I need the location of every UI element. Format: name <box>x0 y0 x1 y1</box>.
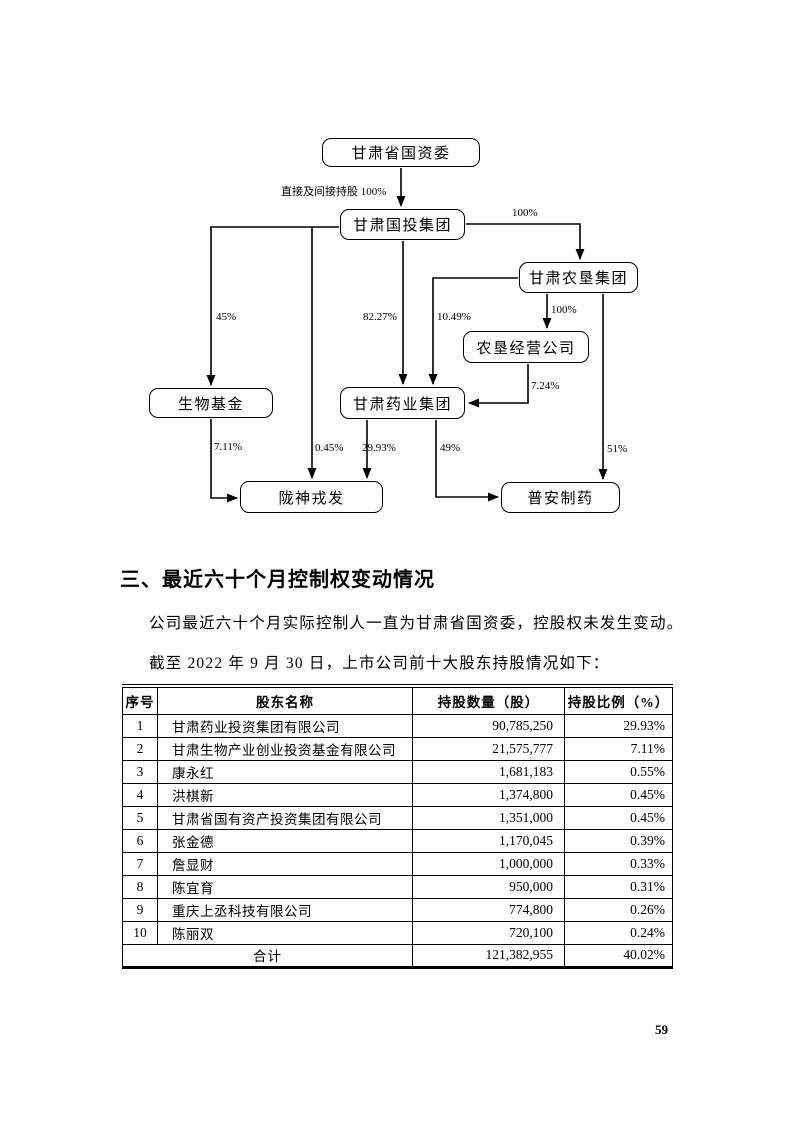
table-cell: 甘肃药业投资集团有限公司 <box>157 713 413 738</box>
table-cell: 0.33% <box>564 851 673 876</box>
edge-label-sasac-guotou: 直接及间接持股 100% <box>281 186 387 198</box>
edge-label-8227: 82.27% <box>363 311 397 323</box>
table-cell: 29.93% <box>564 713 673 738</box>
table-cell: 90,785,250 <box>412 713 565 738</box>
node-gansu-yaoye-group: 甘肃药业集团 <box>340 387 465 419</box>
table-cell: 1,681,183 <box>412 759 565 784</box>
table-cell: 10 <box>122 920 158 945</box>
edge-label-100-nkjy: 100% <box>551 304 577 316</box>
table-total-row: 合计 121,382,955 40.02% <box>122 943 673 968</box>
edge-yaoye-puan <box>435 420 499 502</box>
paragraph-table-intro: 截至 2022 年 9 月 30 日，上市公司前十大股东持股情况如下： <box>149 655 610 672</box>
table-cell: 康永红 <box>157 759 413 784</box>
table-cell: 9 <box>122 897 158 922</box>
table-cell: 720,100 <box>412 920 565 945</box>
edge-label-1049: 10.49% <box>437 311 471 323</box>
edge-label-045: 0.45% <box>315 442 344 454</box>
table-cell: 甘肃生物产业创业投资基金有限公司 <box>157 736 413 761</box>
total-shares: 121,382,955 <box>412 943 565 968</box>
node-nongken-jingying-company: 农垦经营公司 <box>463 331 589 363</box>
ownership-structure-diagram: 甘肃省国资委 甘肃国投集团 甘肃农垦集团 农垦经营公司 生物基金 甘肃药业集团 … <box>0 0 793 545</box>
edge-guotou-shengwu <box>206 226 339 386</box>
edge-label-724: 7.24% <box>531 380 560 392</box>
table-cell: 0.45% <box>564 805 673 830</box>
table-cell: 1 <box>122 713 158 738</box>
node-gansu-nongken-group: 甘肃农垦集团 <box>519 262 638 293</box>
edge-nkjy-yaoye <box>468 364 529 408</box>
edge-label-2993: 29.93% <box>362 442 396 454</box>
table-cell: 1,374,800 <box>412 782 565 807</box>
edge-label-711: 7.11% <box>214 441 243 453</box>
table-cell: 774,800 <box>412 897 565 922</box>
table-cell: 21,575,777 <box>412 736 565 761</box>
node-longshen-rongfa: 陇神戎发 <box>240 481 383 513</box>
total-pct: 40.02% <box>564 943 673 968</box>
table-cell: 甘肃省国有资产投资集团有限公司 <box>157 805 413 830</box>
header-index: 序号 <box>122 685 158 715</box>
edge-nongken-yaoye <box>428 277 518 385</box>
header-pct: 持股比例（%） <box>564 685 673 715</box>
section-heading: 三、最近六十个月控制权变动情况 <box>120 569 435 591</box>
table-cell: 6 <box>122 828 158 853</box>
edge-label-51: 51% <box>607 443 628 455</box>
table-cell: 詹显财 <box>157 851 413 876</box>
table-cell: 洪棋新 <box>157 782 413 807</box>
edge-label-49: 49% <box>440 442 461 454</box>
header-name: 股东名称 <box>157 685 413 715</box>
table-cell: 3 <box>122 759 158 784</box>
node-puan-pharma: 普安制药 <box>501 482 620 513</box>
paragraph-control-statement: 公司最近六十个月实际控制人一直为甘肃省国资委，控股权未发生变动。 <box>149 615 684 632</box>
table-cell: 0.39% <box>564 828 673 853</box>
table-cell: 1,000,000 <box>412 851 565 876</box>
edge-label-100-nongken: 100% <box>512 207 538 219</box>
table-cell: 7 <box>122 851 158 876</box>
table-cell: 8 <box>122 874 158 899</box>
table-cell: 0.55% <box>564 759 673 784</box>
table-cell: 1,170,045 <box>412 828 565 853</box>
table-header-row: 序号 股东名称 持股数量（股） 持股比例（%） <box>122 685 673 715</box>
table-cell: 0.26% <box>564 897 673 922</box>
table-cell: 0.24% <box>564 920 673 945</box>
node-shengwu-fund: 生物基金 <box>149 388 273 418</box>
node-gansu-guotou-group: 甘肃国投集团 <box>340 209 465 240</box>
table-cell: 2 <box>122 736 158 761</box>
table-cell: 陈宜育 <box>157 874 413 899</box>
table-cell: 0.31% <box>564 874 673 899</box>
edge-guotou-nongken <box>466 223 585 260</box>
header-shares: 持股数量（股） <box>412 685 565 715</box>
table-cell: 4 <box>122 782 158 807</box>
table-cell: 7.11% <box>564 736 673 761</box>
edge-shengwu-longshen <box>210 419 238 503</box>
diagram-edges <box>206 168 608 503</box>
total-label: 合计 <box>122 943 413 968</box>
page-number: 59 <box>655 1022 668 1037</box>
table-cell: 1,351,000 <box>412 805 565 830</box>
table-cell: 重庆上丞科技有限公司 <box>157 897 413 922</box>
table-cell: 张金德 <box>157 828 413 853</box>
node-gansu-sasac: 甘肃省国资委 <box>322 138 480 167</box>
table-cell: 950,000 <box>412 874 565 899</box>
table-cell: 0.45% <box>564 782 673 807</box>
table-cell: 陈丽双 <box>157 920 413 945</box>
edge-label-45: 45% <box>216 311 237 323</box>
table-cell: 5 <box>122 805 158 830</box>
